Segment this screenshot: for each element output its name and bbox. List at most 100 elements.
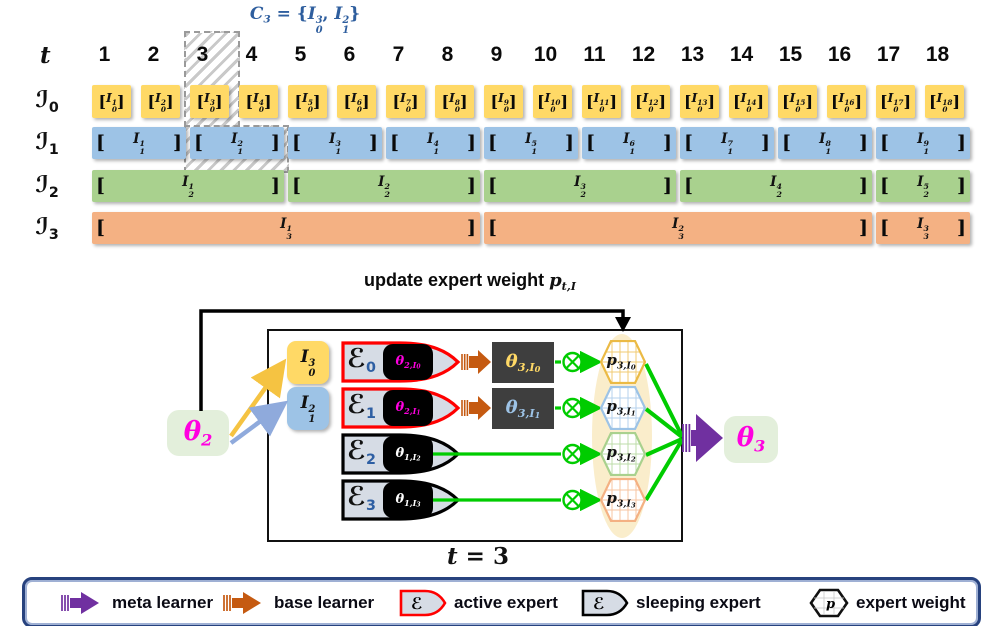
legend-label: base learner: [274, 592, 375, 612]
svg-text:ℰ: ℰ: [411, 594, 423, 613]
theta2-box: θ2: [167, 410, 229, 456]
expert-theta-box: θ1,I2: [383, 436, 433, 472]
expert-theta-box: θ2,I0: [383, 344, 433, 380]
sleeping-expert-icon: ℰ: [581, 589, 629, 616]
base-learner-arrow-icon: [223, 591, 261, 614]
time-axis-label: t: [40, 42, 51, 69]
svg-text:p: p: [826, 597, 835, 612]
time-column-header: 18: [925, 43, 950, 66]
update-weight-label: update expert weight pt,I: [364, 270, 576, 293]
time-column-header: 16: [827, 43, 852, 66]
legend-label: active expert: [454, 592, 558, 612]
legend-label: expert weight: [856, 592, 966, 612]
weight-label: p3,I0: [606, 351, 636, 372]
time-column-header: 1: [98, 43, 111, 66]
time-column-header: 11: [583, 43, 606, 66]
row-label-I0: ℐ0: [35, 87, 59, 116]
legend-item-meta-learner-arrow: meta learner: [59, 588, 213, 618]
weight-hexagon-icon: [599, 477, 647, 523]
time-column-header: 6: [343, 43, 356, 66]
row-label-I1: ℐ1: [35, 129, 59, 158]
theta3-box: θ3: [724, 416, 778, 463]
active-expert-icon: ℰ: [399, 589, 447, 616]
time-step-label: t = 3: [447, 543, 509, 570]
time-column-header: 12: [631, 43, 656, 66]
weight-label: p3,I3: [606, 489, 636, 510]
time-column-header: 13: [680, 43, 705, 66]
time-column-header: 7: [392, 43, 405, 66]
time-column-header: 4: [245, 43, 258, 66]
legend-label: meta learner: [112, 592, 214, 612]
svg-text:ℰ: ℰ: [593, 594, 605, 613]
weight-label: p3,I2: [606, 443, 636, 464]
time-column-header: 8: [441, 43, 454, 66]
time-column-header: 2: [147, 43, 160, 66]
expert-theta-box: θ2,I1: [383, 390, 433, 426]
legend-item-expert-weight-hexagon: p expert weight: [809, 588, 966, 618]
legend-item-base-learner-arrow: base learner: [221, 588, 374, 618]
updated-theta-box: θ3,I1: [492, 388, 554, 429]
time-column-header: 14: [729, 43, 754, 66]
time-column-header: 17: [876, 43, 901, 66]
time-column-header: 9: [490, 43, 503, 66]
legend-label: sleeping expert: [636, 592, 761, 612]
meta-learner-arrow: [682, 414, 723, 462]
expert-weight-icon: p: [809, 588, 849, 617]
expert-theta-box: θ1,I3: [383, 482, 433, 518]
weight-hexagon-icon: [599, 431, 647, 477]
time-column-header: 15: [778, 43, 803, 66]
time-column-header: 10: [533, 43, 558, 66]
row-label-I3: ℐ3: [35, 214, 59, 243]
row-label-I2: ℐ2: [35, 172, 59, 201]
meta-learner-arrow-icon: [61, 591, 99, 614]
updated-theta-box: θ3,I0: [492, 342, 554, 383]
time-column-header: 3: [196, 43, 209, 66]
weight-label: p3,I1: [606, 397, 636, 418]
